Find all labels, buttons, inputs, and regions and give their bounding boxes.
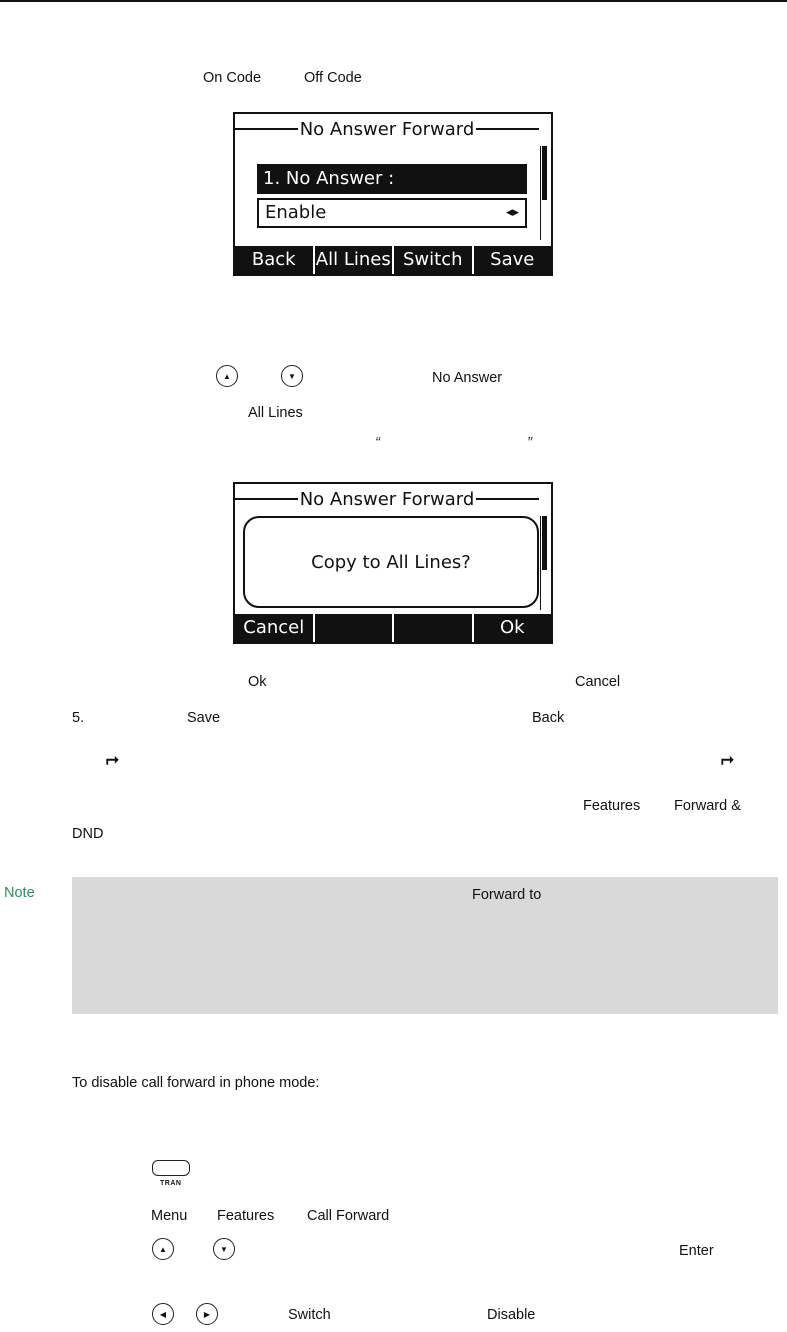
all-lines-label: All Lines [248,405,303,421]
quote-close: ” [527,434,532,451]
up-key-icon: ▲ [216,365,238,387]
cancel-label: Cancel [575,674,621,690]
forward-icon-2: ⮣ [721,751,734,768]
down-key-icon-2: ▼ [213,1238,235,1260]
menu-label: Menu [151,1208,188,1224]
forward-dnd-label-2: DND [72,826,104,842]
down-key-icon: ▼ [281,365,303,387]
no-answer-label: No Answer [432,370,503,386]
lcd-softkeys: Back All Lines Switch Save [235,246,551,274]
enter-label: Enter [679,1243,714,1259]
save-label: Save [187,710,221,726]
disable-label: Disable [487,1307,536,1323]
softkey-empty-2 [394,614,474,642]
lcd-field-enable: Enable ◂▸ [257,198,527,228]
softkey-cancel: Cancel [235,614,315,642]
lcd-copy-to-all-lines: No Answer Forward Copy to All Lines? Can… [233,482,553,644]
call-forward-label: Call Forward [307,1208,390,1224]
switch-label: Switch [288,1307,331,1323]
step-5-number: 5. [72,710,85,726]
tran-key-label: TRAN [160,1180,182,1187]
left-right-arrows-icon: ◂▸ [505,205,519,220]
lcd-confirm-dialog: Copy to All Lines? [243,516,539,608]
lcd-title: No Answer Forward [299,118,475,140]
forward-dnd-label-1: Forward & [674,798,741,814]
features-label-2: Features [217,1208,275,1224]
lcd-dialog-text: Copy to All Lines? [311,551,471,573]
lcd-selected-row: 1. No Answer : [257,164,527,194]
up-key-icon-2: ▲ [152,1238,174,1260]
softkey-save: Save [490,249,535,270]
note-label: Note [4,885,35,901]
softkey-empty-1 [315,614,394,642]
left-key-icon: ◀ [152,1303,174,1325]
lcd-scrollbar-2 [540,516,547,610]
lcd-title-2: No Answer Forward [299,488,475,510]
softkey-switch: Switch [394,246,474,274]
lcd-no-answer-forward: No Answer Forward 1. No Answer : Enable … [233,112,553,276]
right-key-icon: ▶ [196,1303,218,1325]
off-code-label: Off Code [304,70,362,86]
lcd-title-bar: No Answer Forward [235,118,540,140]
softkey-ok: Ok [499,617,525,638]
lcd-field-value: Enable [265,202,327,223]
back-label: Back [532,710,565,726]
lcd-softkeys-2: Cancel Ok [235,614,551,642]
forward-to-label: Forward to [472,887,542,903]
lcd-scrollbar [540,146,547,240]
note-box: Forward to [72,877,778,1014]
features-label: Features [583,798,641,814]
forward-icon: ⮣ [106,751,119,768]
lcd-title-bar-2: No Answer Forward [235,488,540,510]
disable-heading: To disable call forward in phone mode: [72,1075,320,1091]
on-code-label: On Code [203,70,262,86]
softkey-all-lines: All Lines [315,246,394,274]
softkey-back: Back [235,246,315,274]
page-top-rule [0,0,787,2]
tran-key-icon [152,1160,190,1176]
ok-label: Ok [248,674,267,690]
quote-open: “ [375,434,380,451]
